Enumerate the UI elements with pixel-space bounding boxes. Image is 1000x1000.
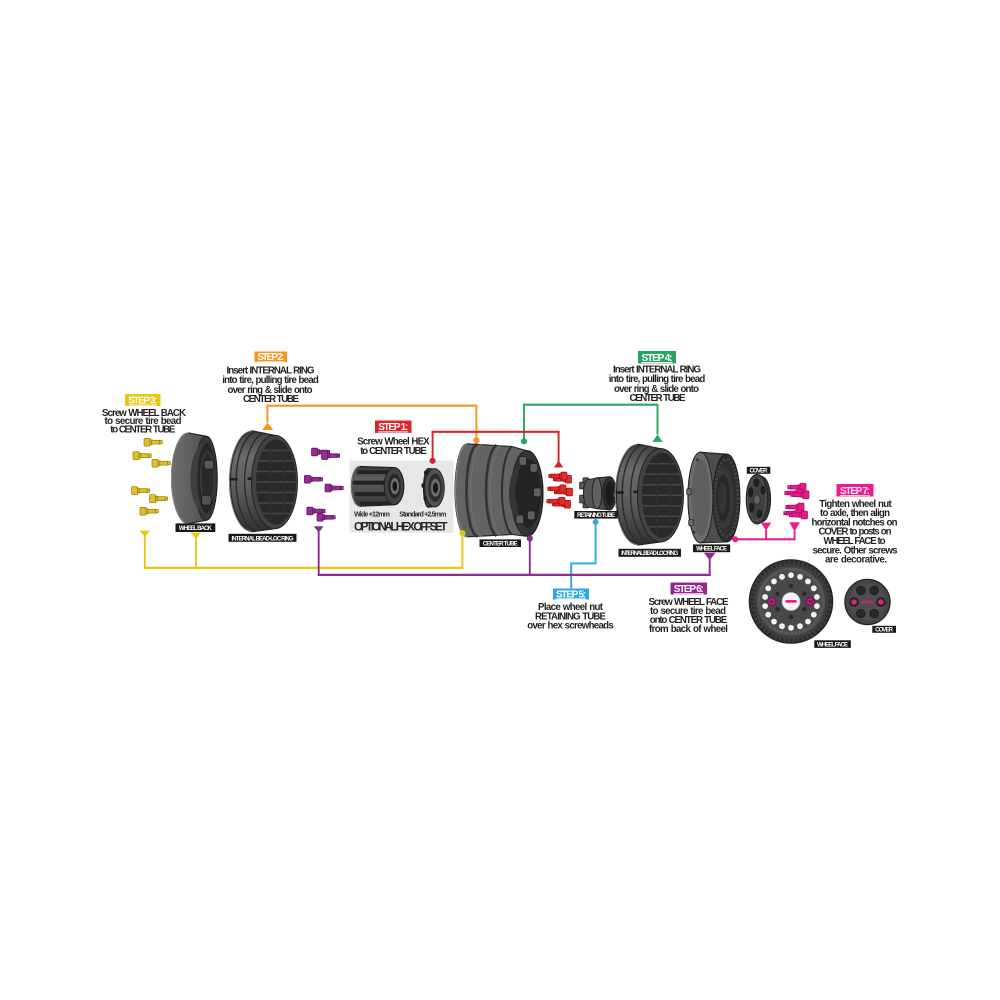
svg-text:are decorative.: are decorative. bbox=[825, 554, 887, 565]
svg-text:INTERNAL BEAD-LOC RING: INTERNAL BEAD-LOC RING bbox=[232, 536, 294, 542]
svg-text:over ring & slide onto: over ring & slide onto bbox=[614, 384, 699, 395]
svg-text:onto CENTER TUBE: onto CENTER TUBE bbox=[650, 615, 728, 626]
svg-text:into tire, pulling tire bead: into tire, pulling tire bead bbox=[222, 375, 319, 386]
svg-text:to secure tire bead: to secure tire bead bbox=[105, 416, 182, 427]
svg-text:RETAINING TUBE: RETAINING TUBE bbox=[535, 611, 607, 622]
svg-text:Screw Wheel HEX: Screw Wheel HEX bbox=[357, 437, 430, 448]
svg-text:WHEEL FACE to: WHEEL FACE to bbox=[824, 536, 886, 547]
svg-text:STEP 1:: STEP 1: bbox=[378, 422, 408, 433]
svg-text:STEP 2:: STEP 2: bbox=[257, 352, 284, 363]
svg-text:COVER: COVER bbox=[750, 469, 769, 475]
svg-text:RETAINING TUBE: RETAINING TUBE bbox=[577, 513, 615, 519]
svg-text:from back of wheel: from back of wheel bbox=[649, 624, 728, 635]
svg-text:WHEEL BACK: WHEEL BACK bbox=[179, 526, 213, 532]
svg-text:secure. Other screws: secure. Other screws bbox=[813, 545, 898, 556]
svg-text:STEP 6:: STEP 6: bbox=[674, 584, 704, 595]
svg-text:CENTER TUBE: CENTER TUBE bbox=[243, 394, 300, 405]
svg-text:Insert INTERNAL RING: Insert INTERNAL RING bbox=[613, 365, 701, 376]
svg-text:to CENTER TUBE: to CENTER TUBE bbox=[110, 425, 176, 436]
svg-text:Screw WHEEL BACK: Screw WHEEL BACK bbox=[102, 408, 186, 419]
svg-text:Place wheel nut: Place wheel nut bbox=[538, 602, 604, 613]
svg-text:to CENTER TUBE: to CENTER TUBE bbox=[360, 446, 427, 457]
svg-text:STEP 7:: STEP 7: bbox=[840, 486, 870, 497]
svg-text:WHEEL FACE: WHEEL FACE bbox=[817, 643, 848, 649]
svg-text:Wide +12mm: Wide +12mm bbox=[354, 512, 390, 519]
svg-text:OPTIONAL HEX OFFSET: OPTIONAL HEX OFFSET bbox=[354, 521, 448, 534]
svg-text:over ring & slide onto: over ring & slide onto bbox=[228, 385, 313, 396]
svg-text:Insert INTERNAL RING: Insert INTERNAL RING bbox=[227, 366, 315, 377]
svg-text:STEP 3:: STEP 3: bbox=[128, 395, 157, 406]
svg-text:WHEEL FACE: WHEEL FACE bbox=[696, 547, 727, 553]
svg-text:over hex screwheads: over hex screwheads bbox=[527, 621, 614, 632]
svg-text:to secure tire bead: to secure tire bead bbox=[650, 606, 726, 617]
svg-text:COVER: COVER bbox=[875, 628, 894, 634]
svg-text:COVER to posts on: COVER to posts on bbox=[819, 527, 892, 538]
svg-text:Tighten wheel nut: Tighten wheel nut bbox=[819, 499, 892, 510]
svg-text:STEP 4:: STEP 4: bbox=[642, 353, 673, 364]
svg-text:CENTER TUBE: CENTER TUBE bbox=[483, 542, 518, 548]
svg-text:Standard +2.5mm: Standard +2.5mm bbox=[399, 512, 446, 519]
svg-text:into tire, pulling tire bead: into tire, pulling tire bead bbox=[609, 374, 706, 385]
svg-text:to axle, then align: to axle, then align bbox=[820, 508, 890, 519]
svg-text:CENTER TUBE: CENTER TUBE bbox=[630, 393, 687, 404]
svg-text:horizontal notches on: horizontal notches on bbox=[812, 517, 898, 528]
svg-text:INTERNAL BEAD-LOC RING: INTERNAL BEAD-LOC RING bbox=[621, 551, 678, 557]
svg-text:STEP 5:: STEP 5: bbox=[556, 589, 586, 600]
svg-text:Screw WHEEL FACE: Screw WHEEL FACE bbox=[649, 597, 730, 608]
